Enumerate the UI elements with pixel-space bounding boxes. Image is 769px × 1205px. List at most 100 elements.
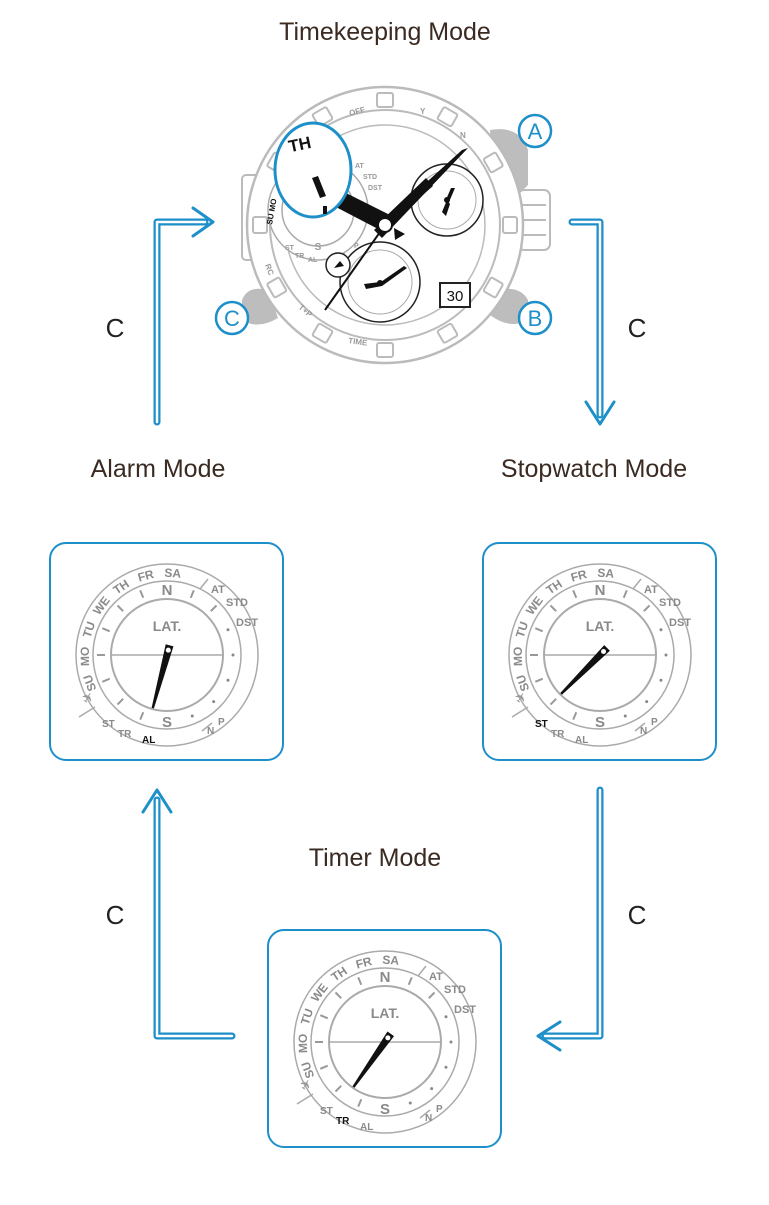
dial-tick <box>319 1064 329 1070</box>
date-window: 30 <box>447 288 464 305</box>
bezel-rc-label: RC <box>263 263 275 277</box>
button-c-label-bottom-right: C <box>628 900 647 930</box>
watch-label-dst: DST <box>368 185 383 192</box>
arrow-stopwatch-to-timer <box>536 786 604 1052</box>
dial-north: N <box>595 582 606 599</box>
bezel-block <box>266 276 288 299</box>
bezel-block <box>376 92 394 108</box>
dial-dot <box>444 1015 448 1019</box>
dial-dot <box>645 700 649 704</box>
dial-right-label: STD <box>444 984 466 996</box>
dial-bottom-label: P <box>218 717 225 728</box>
bezel-block <box>252 216 268 234</box>
dial-tick <box>139 589 145 599</box>
button-c-label: C <box>224 306 240 331</box>
dial-bottom-label: ST <box>102 719 115 730</box>
button-c[interactable] <box>214 300 250 336</box>
hand-pivot <box>165 647 171 653</box>
dial-tick <box>643 604 651 612</box>
dial-tick <box>116 604 124 612</box>
watch-label-al: AL <box>308 257 318 264</box>
dial-tick <box>428 991 436 999</box>
watch-illustration: OFF Y N RC T+P TIME SU MO AT STD DST ST … <box>214 85 553 365</box>
dial-tick <box>534 677 544 683</box>
bezel-y-label: Y <box>420 107 426 116</box>
lat-label: LAT. <box>586 618 615 634</box>
dial-bottom-label: N <box>640 726 647 737</box>
dial-bottom-label: AL <box>360 1122 373 1133</box>
dial-dot <box>449 1040 453 1044</box>
day-label: TU <box>298 1007 316 1027</box>
dial-tick <box>534 627 544 633</box>
stopwatch-mode-title: Stopwatch Mode <box>501 455 687 483</box>
dial-tick <box>334 1085 342 1093</box>
day-label: MO <box>511 647 525 667</box>
dial-right-label: STD <box>226 597 248 609</box>
button-b-label: B <box>528 306 543 331</box>
arrow-timekeeping-to-stopwatch <box>568 218 616 426</box>
dial-bottom-label: N <box>425 1113 432 1124</box>
day-label: SA <box>164 566 182 581</box>
dial-dot <box>623 714 627 718</box>
watch-label-std: STD <box>363 174 377 181</box>
dial-tick <box>622 589 628 599</box>
bezel-time-label: TIME <box>348 336 369 348</box>
bezel-n-label: N <box>460 131 466 140</box>
button-a[interactable] <box>517 113 553 149</box>
dial-tick <box>139 711 145 721</box>
timekeeping-mode-title: Timekeeping Mode <box>279 18 491 46</box>
dial-right-label: DST <box>669 617 691 629</box>
dial-bottom-label: ST <box>320 1106 333 1117</box>
arrow-alarm-to-timekeeping <box>153 206 215 426</box>
dial-dot <box>408 1101 412 1105</box>
button-c-label-bottom-left: C <box>106 900 125 930</box>
dial-tick <box>334 991 342 999</box>
dial-bottom-label: P <box>651 717 658 728</box>
day-label: MO <box>78 647 92 667</box>
dial-south: S <box>595 714 605 731</box>
dial-south: S <box>162 714 172 731</box>
dial-dot <box>226 628 230 632</box>
bezel-off-label: OFF <box>348 105 366 118</box>
dial-right-label: DST <box>236 617 258 629</box>
day-label: SU <box>299 1060 318 1080</box>
dial-dot <box>190 714 194 718</box>
active-mode-indicator: AL <box>142 735 155 746</box>
bezel-block <box>376 342 394 358</box>
bezel-block <box>311 106 334 128</box>
timer-mode-title: Timer Mode <box>309 844 441 872</box>
hand-pivot <box>601 648 607 654</box>
day-label: TU <box>513 620 531 640</box>
day-label: SU <box>514 673 533 693</box>
dial-tick <box>357 1098 363 1108</box>
dial-right-label: AT <box>211 584 225 596</box>
button-b[interactable] <box>517 300 553 336</box>
dial-north: N <box>162 582 173 599</box>
bezel-block <box>436 106 459 128</box>
dial-tick <box>407 976 413 986</box>
day-label: TU <box>80 620 98 640</box>
button-c-label-top-left: C <box>106 313 125 343</box>
dial-tick <box>572 589 578 599</box>
dial-bottom-label: TR <box>551 729 565 740</box>
watch-days-small: SU MO <box>265 198 278 225</box>
active-mode-indicator: ST <box>535 719 548 730</box>
day-label: SU <box>81 673 100 693</box>
dial-dot <box>226 678 230 682</box>
dial-hand <box>352 1031 395 1088</box>
active-mode-indicator: TR <box>336 1116 350 1127</box>
dial-dot <box>212 700 216 704</box>
bezel-block <box>482 276 504 299</box>
dial-tick <box>189 589 195 599</box>
bezel-block <box>482 151 504 174</box>
dial-tick <box>572 711 578 721</box>
button-a-label: A <box>528 119 543 144</box>
dial-tick <box>116 698 124 706</box>
dial-right-label: AT <box>644 584 658 596</box>
highlight-th: TH <box>287 133 313 156</box>
dial-bottom-label: TR <box>118 729 132 740</box>
dial-right-label: STD <box>659 597 681 609</box>
